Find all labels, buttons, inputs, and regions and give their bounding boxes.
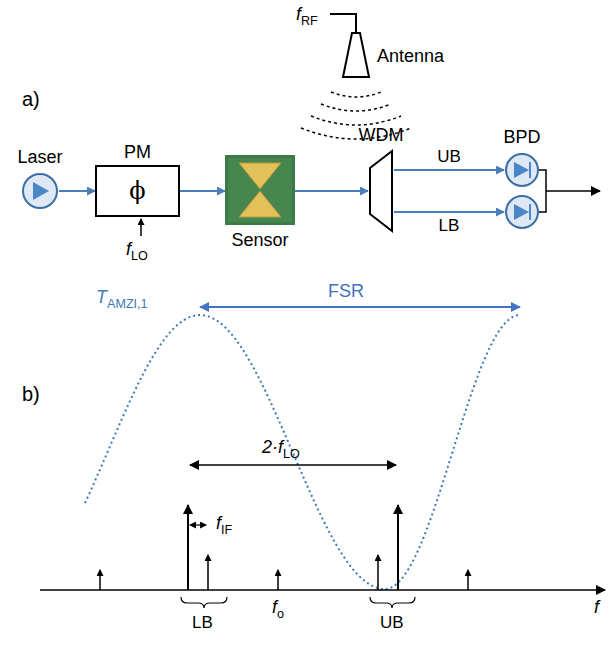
spectral-line xyxy=(207,555,209,590)
frequency-label: fIF xyxy=(216,512,232,541)
signal-name: fLO xyxy=(126,238,148,267)
signal-name: f xyxy=(296,4,301,24)
frequency-label: f xyxy=(272,597,277,617)
node-label: Antenna xyxy=(377,46,444,66)
band-label: UB xyxy=(435,147,463,167)
wdm-demux: WDM xyxy=(368,150,394,232)
band-label: UB xyxy=(380,613,404,632)
signal-name: fRF xyxy=(296,3,318,32)
band-label: LB xyxy=(192,612,213,634)
curve-label: T xyxy=(96,287,107,307)
optical-fiber xyxy=(394,211,504,213)
bpd-wire xyxy=(538,170,546,212)
laser-source: Laser xyxy=(21,172,59,210)
laser-shape xyxy=(21,172,59,210)
optical-fiber xyxy=(394,169,504,171)
amzi-transmission xyxy=(85,315,521,589)
band-label: UB xyxy=(380,612,404,634)
spectral-line xyxy=(467,570,469,590)
lb-bracket xyxy=(181,597,227,608)
spectral-line xyxy=(397,505,399,590)
frequency-label: LO xyxy=(283,447,300,461)
two-flo-arrow xyxy=(190,464,396,466)
frequency-axis xyxy=(40,589,605,591)
optical-fiber xyxy=(180,190,225,192)
wave-arc xyxy=(331,92,381,97)
balanced-photodiode: BPD xyxy=(504,152,540,230)
node-label: PM xyxy=(124,142,151,162)
frequency-label: 2·f xyxy=(262,437,283,457)
horn-antenna: Antenna xyxy=(343,32,369,78)
node-label: Sensor xyxy=(231,230,288,250)
sensor-chip: Sensor xyxy=(225,155,295,225)
panel-label: b) xyxy=(22,383,40,405)
frequency-label: fo xyxy=(272,596,284,625)
sensor-shape xyxy=(225,155,295,225)
frequency-label: o xyxy=(277,607,284,621)
spectral-line xyxy=(377,555,379,590)
node-label: WDM xyxy=(359,125,404,145)
axis-label: f xyxy=(594,596,599,618)
lo-arrow xyxy=(140,219,142,236)
panel-label: a) xyxy=(22,88,40,110)
node-label: Laser xyxy=(17,147,62,167)
horn-shape xyxy=(343,32,369,78)
fif-arrow xyxy=(190,524,206,525)
fsr-label: FSR xyxy=(328,281,364,301)
output-arrow xyxy=(546,190,600,192)
axis-label: f xyxy=(594,597,599,617)
node-label: BPD xyxy=(503,127,540,147)
bpd-shape xyxy=(504,152,540,230)
frequency-label: 2·fLO xyxy=(262,436,300,465)
panel-label: b) xyxy=(22,383,40,405)
wave-arc xyxy=(321,104,391,111)
phase-modulator: PMϕ xyxy=(95,165,180,217)
curve-label: AMZI,1 xyxy=(107,297,148,311)
node-symbol: ϕ xyxy=(129,178,145,204)
fsr-arrow xyxy=(200,306,520,308)
signal-name: LO xyxy=(131,249,148,263)
signal-name: f xyxy=(126,239,131,259)
ub-bracket xyxy=(370,597,415,608)
frequency-label: f xyxy=(216,513,221,533)
fsr-label: FSR xyxy=(328,280,364,302)
band-label: LB xyxy=(437,216,462,236)
wdm-shape xyxy=(368,150,394,232)
curve-label: TAMZI,1 xyxy=(96,286,148,315)
spectral-line xyxy=(187,505,189,590)
feed-wire xyxy=(330,14,356,32)
frequency-label: IF xyxy=(221,523,232,537)
optical-fiber xyxy=(59,190,95,192)
spectral-line xyxy=(99,570,101,590)
wave-arc xyxy=(311,116,401,125)
optical-fiber xyxy=(295,190,368,192)
signal-name: RF xyxy=(301,14,318,28)
spectral-line xyxy=(277,570,279,590)
band-label: LB xyxy=(192,613,213,632)
panel-label: a) xyxy=(22,88,40,110)
